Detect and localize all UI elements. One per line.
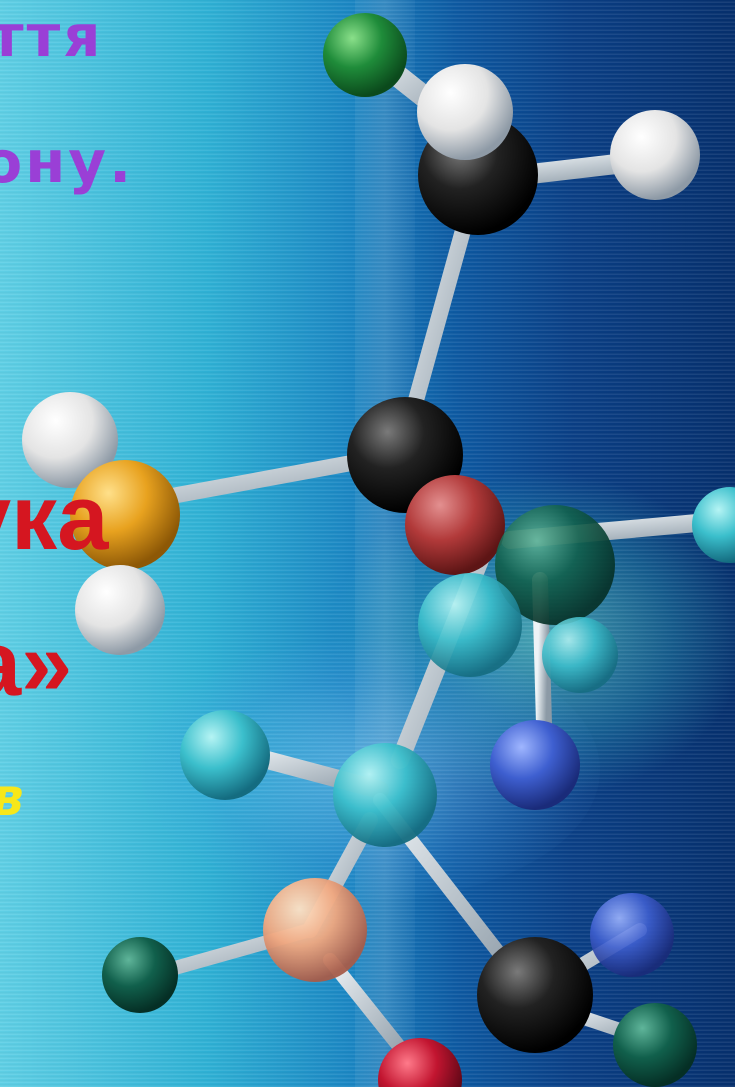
slide-text-line-1: ття	[0, 2, 104, 70]
slide-text-line-2: кону.	[0, 128, 135, 196]
slide-title-line-2: а»	[0, 613, 73, 715]
slide-author-text: єв	[0, 768, 24, 828]
slide-title-line-1: ука	[0, 467, 109, 569]
